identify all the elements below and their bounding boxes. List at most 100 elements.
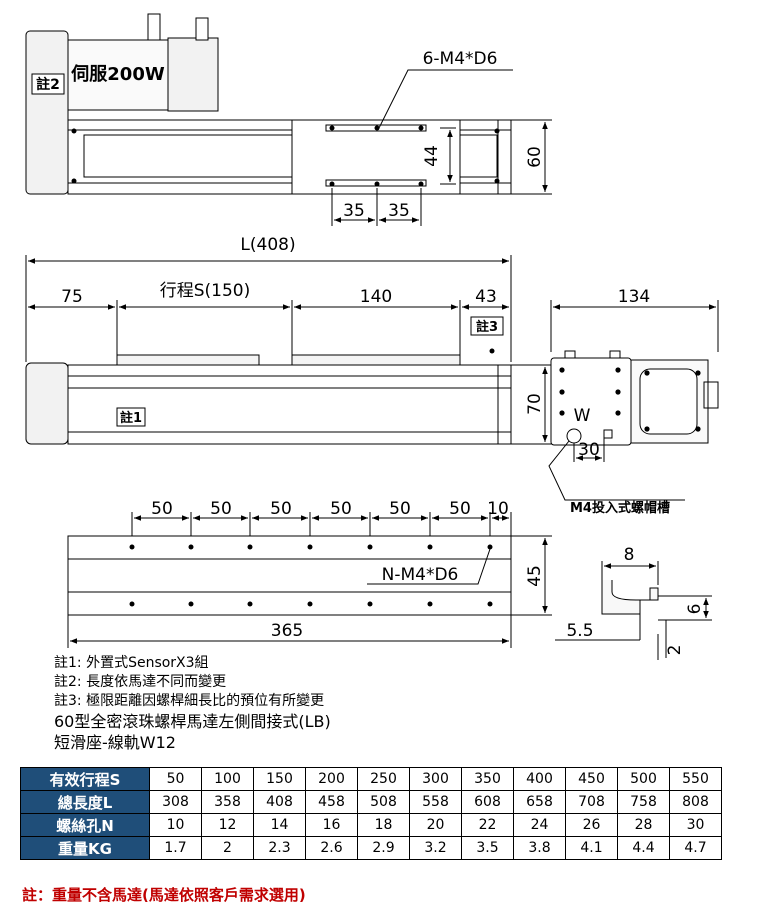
stroke-label: 行程S(150) <box>160 281 251 301</box>
table-cell: 10 <box>149 813 202 837</box>
table-cell: 1.7 <box>149 836 202 860</box>
table-cell: 16 <box>305 813 358 837</box>
table-cell: 758 <box>617 790 670 814</box>
table-cell: 4.7 <box>669 836 722 860</box>
pitch-3: 50 <box>270 499 292 519</box>
table-cell: 550 <box>669 767 722 791</box>
row-header: 總長度L <box>20 790 150 814</box>
table-cell: 350 <box>461 767 514 791</box>
note-2: 註2: 長度依馬達不同而變更 <box>54 674 227 690</box>
overall-length: L(408) <box>240 235 295 255</box>
technical-drawing: 註2 伺服200W 6-M4*D6 44 60 35 35 L <box>25 13 719 660</box>
table-cell: 2.3 <box>253 836 306 860</box>
dim-70: 70 <box>525 393 545 415</box>
table-cell: 300 <box>409 767 462 791</box>
table-cell: 558 <box>409 790 462 814</box>
dim-35-left: 35 <box>343 201 365 221</box>
table-cell: 12 <box>201 813 254 837</box>
table-cell: 2.9 <box>357 836 410 860</box>
dim-60: 60 <box>525 146 545 168</box>
notes-block: 註1: 外置式SensorX3組 註2: 長度依馬達不同而變更 註3: 極限距離… <box>54 654 331 753</box>
table-cell: 30 <box>669 813 722 837</box>
footnote: 註：重量不含馬達(馬達依照客戶需求選用) <box>22 886 306 904</box>
note1-tag: 註1 <box>120 410 142 426</box>
side-view <box>25 255 552 445</box>
table-cell: 308 <box>149 790 202 814</box>
pitch-2: 50 <box>210 499 232 519</box>
top-hole-callout: 6-M4*D6 <box>423 49 498 69</box>
dim-45: 45 <box>525 565 545 587</box>
table-cell: 408 <box>253 790 306 814</box>
table-cell: 508 <box>357 790 410 814</box>
dim-75: 75 <box>61 287 83 307</box>
table-cell: 18 <box>357 813 410 837</box>
table-cell: 4.1 <box>565 836 618 860</box>
model-title: 60型全密滾珠螺桿馬達左側間接式(LB) <box>54 712 331 731</box>
row-header: 重量KG <box>20 836 150 860</box>
dim-365: 365 <box>271 621 303 641</box>
dim-134: 134 <box>618 287 650 307</box>
table-cell: 2.6 <box>305 836 358 860</box>
pitch-5: 50 <box>389 499 411 519</box>
table-cell: 458 <box>305 790 358 814</box>
table-cell: 450 <box>565 767 618 791</box>
model-subtitle: 短滑座-線軌W12 <box>54 733 176 752</box>
dim-6: 6 <box>685 604 705 615</box>
side-end-cap <box>25 362 69 445</box>
dim-43: 43 <box>475 287 497 307</box>
carriage-top <box>291 119 461 195</box>
note-1: 註1: 外置式SensorX3組 <box>54 655 209 671</box>
motor-end-cap <box>25 30 69 195</box>
dim-8: 8 <box>624 545 635 565</box>
table-cell: 808 <box>669 790 722 814</box>
dim-5-5: 5.5 <box>566 621 593 641</box>
pitch-7: 10 <box>487 499 509 519</box>
slot-detail <box>555 561 712 660</box>
pitch-4: 50 <box>330 499 352 519</box>
table-cell: 250 <box>357 767 410 791</box>
table-cell: 24 <box>513 813 566 837</box>
top-view <box>25 13 552 226</box>
row-header: 有效行程S <box>20 767 150 791</box>
motor-label: 伺服200W <box>70 63 165 85</box>
table-cell: 20 <box>409 813 462 837</box>
table-cell: 26 <box>565 813 618 837</box>
table-cell: 14 <box>253 813 306 837</box>
pitch-6: 50 <box>449 499 471 519</box>
note2-tag: 註2 <box>36 76 60 93</box>
table-cell: 3.5 <box>461 836 514 860</box>
dim-35-right: 35 <box>388 201 410 221</box>
table-cell: 2 <box>201 836 254 860</box>
slot-label: M4投入式螺帽槽 <box>570 500 670 516</box>
dim-140: 140 <box>360 287 392 307</box>
table-cell: 658 <box>513 790 566 814</box>
table-cell: 200 <box>305 767 358 791</box>
rail-hole-callout: N-M4*D6 <box>382 565 459 585</box>
table-cell: 100 <box>201 767 254 791</box>
motor-body <box>67 39 169 111</box>
table-cell: 50 <box>149 767 202 791</box>
dim-2: 2 <box>665 645 685 656</box>
table-cell: 358 <box>201 790 254 814</box>
table-cell: 22 <box>461 813 514 837</box>
end-view <box>548 300 719 501</box>
table-cell: 400 <box>513 767 566 791</box>
dim-30: 30 <box>578 440 600 460</box>
table-cell: 3.2 <box>409 836 462 860</box>
rail-body-side <box>67 364 512 445</box>
table-cell: 28 <box>617 813 670 837</box>
note-3: 註3: 極限距離因螺桿細長比的預位有所變更 <box>54 693 325 709</box>
table-cell: 150 <box>253 767 306 791</box>
table-cell: 608 <box>461 790 514 814</box>
rail-view <box>67 512 552 648</box>
table-cell: 3.8 <box>513 836 566 860</box>
row-header: 螺絲孔N <box>20 813 150 837</box>
table-cell: 708 <box>565 790 618 814</box>
table-cell: 500 <box>617 767 670 791</box>
w-label: W <box>574 406 591 426</box>
